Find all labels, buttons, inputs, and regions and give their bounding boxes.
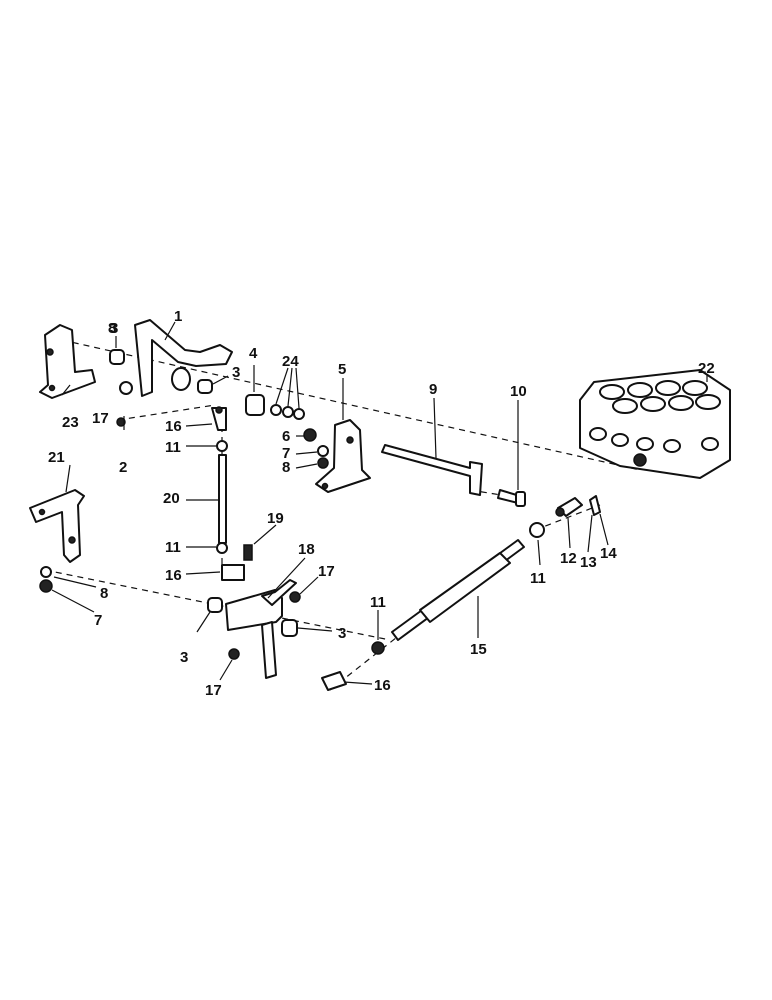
callout-labels: 1 2 3 3 3 3 4 5 6 7 7 8 8 8 9 10 11 11 1…: [48, 308, 715, 699]
callout-3: 3: [110, 320, 118, 337]
bracket-5: [315, 419, 371, 493]
callout-11: 11: [165, 539, 181, 556]
callout-3: 3: [338, 625, 346, 642]
tie-rod-15: [391, 539, 525, 641]
callout-6: 6: [282, 428, 290, 445]
callout-8: 8: [108, 320, 116, 337]
callout-11: 11: [530, 570, 546, 587]
callout-12: 12: [560, 550, 577, 567]
callout-16: 16: [374, 677, 391, 694]
callout-17: 17: [92, 410, 109, 427]
callout-11: 11: [370, 594, 386, 611]
control-valve-22: [579, 369, 731, 479]
callout-16: 16: [165, 567, 182, 584]
callout-8: 8: [100, 585, 108, 602]
callout-2: 2: [119, 459, 127, 476]
callout-1: 1: [174, 308, 182, 325]
callout-7: 7: [282, 445, 290, 462]
callout-7: 7: [94, 612, 102, 629]
callout-9: 9: [429, 381, 437, 398]
callout-3: 3: [232, 364, 240, 381]
leader-lines: [51, 321, 708, 685]
callout-13: 13: [580, 554, 597, 571]
callout-22: 22: [698, 360, 715, 377]
bushings: [109, 349, 298, 637]
callout-17: 17: [205, 682, 222, 699]
fitting-19: [243, 544, 253, 561]
ball-joints-16: [211, 406, 347, 691]
callout-21: 21: [48, 449, 65, 466]
callout-14: 14: [600, 545, 617, 562]
cross-lever-18: [225, 579, 297, 679]
callout-20: 20: [163, 490, 180, 507]
nuts-washers: [39, 381, 545, 660]
callout-16: 16: [165, 418, 182, 435]
callout-8: 8: [282, 459, 290, 476]
callout-10: 10: [510, 383, 527, 400]
bolt-10: [497, 489, 526, 507]
callout-5: 5: [338, 361, 346, 378]
callout-24: 24: [282, 353, 299, 370]
clevis-12-13-14: [555, 495, 601, 517]
callout-4: 4: [249, 345, 258, 362]
callout-19: 19: [267, 510, 284, 527]
callout-17: 17: [318, 563, 335, 580]
callout-18: 18: [298, 541, 315, 558]
rod-20: [218, 454, 227, 544]
callout-3: 3: [180, 649, 188, 666]
bracket-21: [29, 489, 85, 563]
bracket-23: [39, 324, 96, 399]
pedal-lever-1: [134, 319, 233, 397]
shaft-9: [381, 444, 483, 496]
callout-11: 11: [165, 439, 181, 456]
callout-23: 23: [62, 414, 79, 431]
callout-15: 15: [470, 641, 487, 658]
